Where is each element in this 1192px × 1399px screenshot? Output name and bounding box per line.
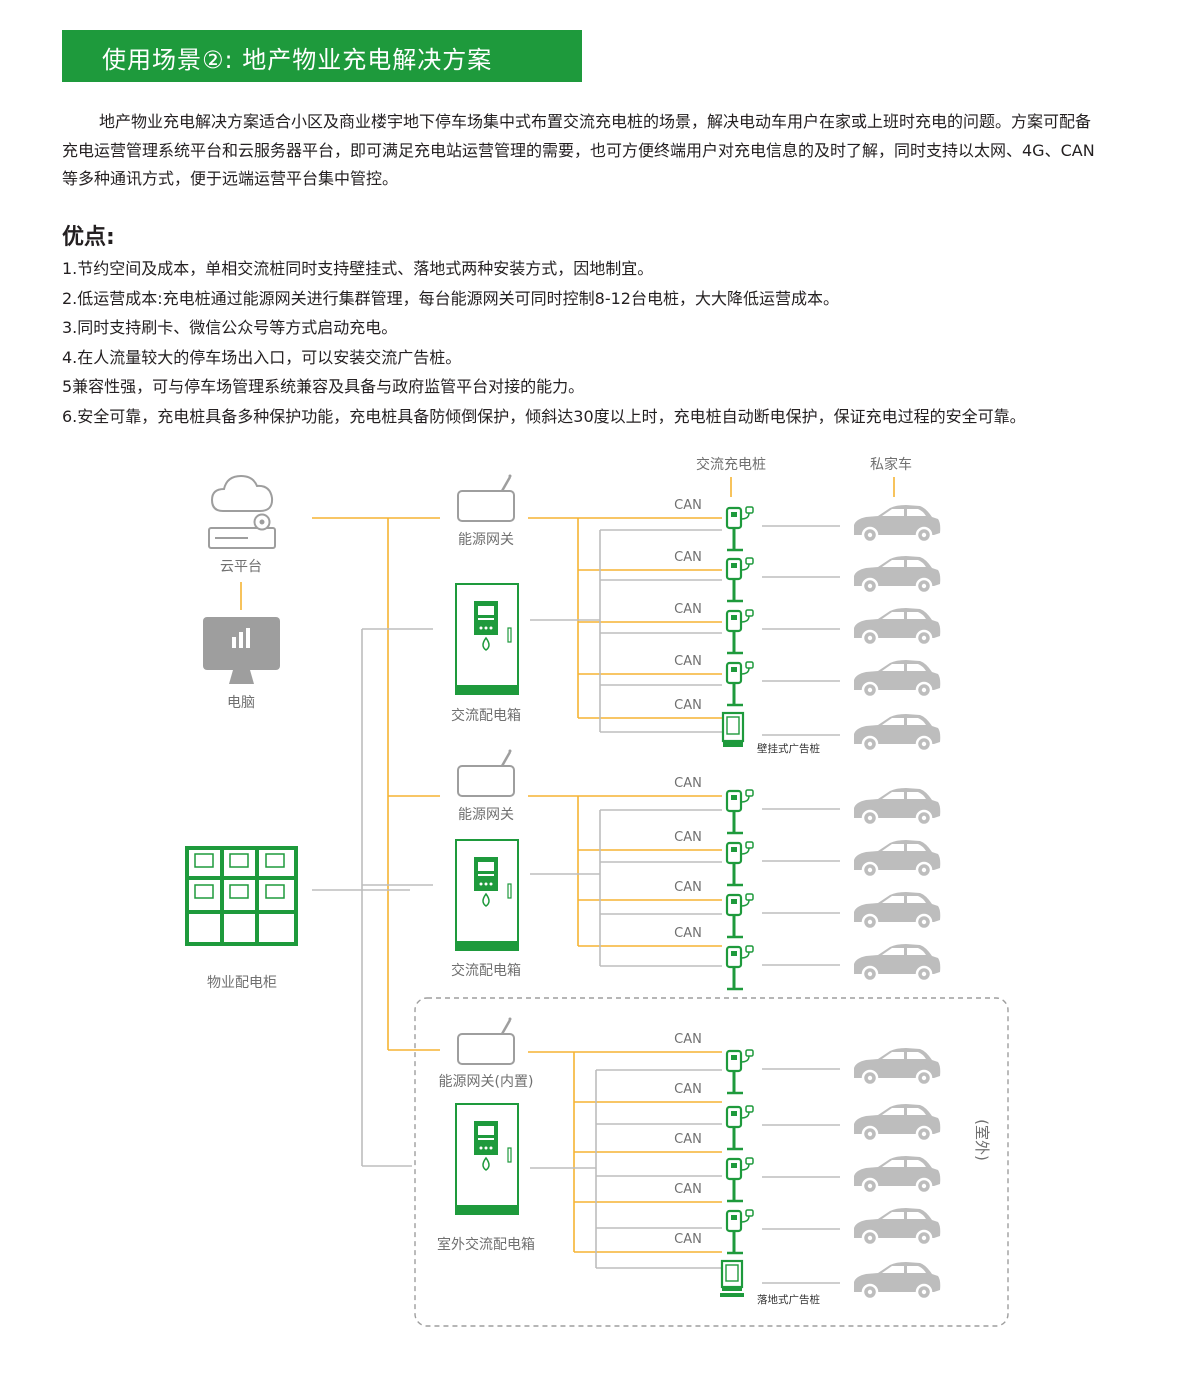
- car-icon: [852, 503, 942, 544]
- ac-charger-icon: [725, 944, 755, 991]
- car-icon: [852, 1154, 942, 1195]
- cloud-icon: [208, 474, 276, 549]
- ac-charger-icon: [725, 1048, 755, 1095]
- distribution-box-icon-1: [455, 583, 519, 695]
- car-icon: [852, 890, 942, 931]
- car-icon: [852, 1046, 942, 1087]
- advantage-item: 4.在人流量较大的停车场出入口，可以安装交流广告桩。: [62, 347, 462, 367]
- orange-trunk: [240, 517, 440, 1051]
- wall-ad-charger-icon: [721, 711, 745, 747]
- car-icon: [852, 942, 942, 983]
- ac-charger-icon: [725, 1104, 755, 1151]
- can-label: CAN: [674, 1232, 702, 1247]
- ac-charger-icon: [725, 788, 755, 835]
- floor-ad-charger-icon: [720, 1259, 744, 1297]
- cabinet-label: 物业配电柜: [207, 975, 277, 991]
- advantage-item: 1.节约空间及成本，单相交流桩同时支持壁挂式、落地式两种安装方式，因地制宜。: [62, 259, 654, 278]
- can-label: CAN: [674, 498, 702, 513]
- computer-label: 电脑: [227, 695, 255, 711]
- ac-charger-icon: [725, 892, 755, 939]
- branch-lines: [528, 517, 840, 1284]
- can-label: CAN: [674, 1132, 702, 1147]
- can-label: CAN: [674, 776, 702, 791]
- ac-charger-icon: [725, 556, 755, 603]
- header-bar: 使用场景②: 地产物业充电解决方案: [62, 30, 582, 82]
- distribution-box-icon-3: [455, 1103, 519, 1215]
- car-icon: [852, 786, 942, 827]
- car-icon: [852, 606, 942, 647]
- can-label: CAN: [674, 654, 702, 669]
- gateway-label-1: 能源网关: [458, 532, 514, 548]
- wall-ad-label: 壁挂式广告桩: [757, 742, 820, 755]
- ac-charger-icon: [725, 505, 755, 552]
- outdoor-label: (室外): [973, 1119, 991, 1161]
- can-label: CAN: [674, 1032, 702, 1047]
- gateway-icon-3: [456, 1016, 516, 1066]
- car-icon: [852, 712, 942, 753]
- advantage-item: 6.安全可靠，充电桩具备多种保护功能，充电桩具备防倾倒保护，倾斜达30度以上时，…: [62, 406, 1026, 426]
- ac-charger-icon: [725, 1156, 755, 1203]
- can-label: CAN: [674, 830, 702, 845]
- advantages-title: 优点:: [62, 225, 115, 250]
- car-column-header: 私家车: [870, 456, 912, 473]
- charger-column-header: 交流充电桩: [696, 456, 766, 473]
- car-icon: [852, 554, 942, 595]
- advantage-item: 3.同时支持刷卡、微信公众号等方式启动充电。: [62, 318, 398, 337]
- car-icon: [852, 658, 942, 699]
- car-icon: [852, 1102, 942, 1143]
- gateway-label-2: 能源网关: [458, 807, 514, 823]
- page-title: 使用场景②: 地产物业充电解决方案: [102, 46, 493, 74]
- outdoor-region: [414, 997, 1009, 1327]
- cabinet-icon: [185, 846, 298, 946]
- box-label-1: 交流配电箱: [451, 707, 521, 724]
- ac-charger-icon: [725, 660, 755, 707]
- advantage-item: 5兼容性强，可与停车场管理系统兼容及具备与政府监管平台对接的能力。: [62, 377, 585, 396]
- floor-ad-label: 落地式广告桩: [757, 1293, 820, 1306]
- box-label-3: 室外交流配电箱: [437, 1236, 535, 1253]
- can-label: CAN: [674, 880, 702, 895]
- car-icon: [852, 1260, 942, 1301]
- distribution-box-icon-2: [455, 839, 519, 951]
- box-label-2: 交流配电箱: [451, 962, 521, 979]
- ac-charger-icon: [725, 1208, 755, 1255]
- can-label: CAN: [674, 550, 702, 565]
- advantages-list: 1.节约空间及成本，单相交流桩同时支持壁挂式、落地式两种安装方式，因地制宜。 2…: [62, 254, 1102, 431]
- can-label: CAN: [674, 1182, 702, 1197]
- device-layer: [455, 473, 942, 1301]
- can-label: CAN: [674, 602, 702, 617]
- can-labels: CAN CAN CAN CAN CAN CAN CAN CAN CAN CAN CAN CAN CAN C…: [674, 498, 702, 1247]
- computer-icon: [203, 617, 280, 684]
- car-icon: [852, 1206, 942, 1247]
- can-label: CAN: [674, 698, 702, 713]
- gateway-icon-2: [456, 748, 516, 798]
- cloud-label: 云平台: [220, 559, 262, 575]
- can-label: CAN: [674, 926, 702, 941]
- advantage-item: 2.低运营成本:充电桩通过能源网关进行集群管理，每台能源网关可同时控制8-12台…: [62, 288, 839, 308]
- intro-paragraph: 地产物业充电解决方案适合小区及商业楼宇地下停车场集中式布置交流充电桩的场景，解决…: [62, 112, 1095, 188]
- can-label: CAN: [674, 1082, 702, 1097]
- car-icon: [852, 838, 942, 879]
- gateway-icon-1: [456, 473, 516, 523]
- gray-trunk: [312, 628, 433, 1167]
- ac-charger-icon: [725, 840, 755, 887]
- ac-charger-icon: [725, 608, 755, 655]
- gateway-label-3: 能源网关(内置): [439, 1074, 534, 1090]
